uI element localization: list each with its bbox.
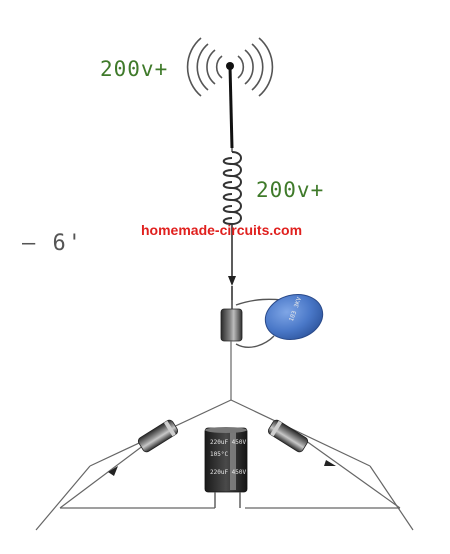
wiring: [35, 341, 414, 531]
cylindrical-resistor: [220, 300, 243, 342]
diode: [108, 419, 179, 476]
coil-voltage-label: 200v+: [256, 178, 324, 202]
svg-text:220uF 450V: 220uF 450V: [210, 469, 247, 476]
watermark-text: homemade-circuits.com: [141, 222, 302, 238]
svg-text:220uF 450V: 220uF 450V: [210, 439, 247, 446]
svg-text:105°C: 105°C: [210, 451, 228, 458]
antenna-icon: [186, 37, 274, 149]
diode: [267, 419, 336, 466]
inductor-coil: [222, 148, 242, 300]
electrolytic-capacitor: 220uF 450V 105°C 220uF 450V: [204, 427, 248, 508]
length-mark-label: — 6': [22, 231, 83, 256]
ceramic-disc-capacitor: 103 3KV: [235, 294, 324, 348]
antenna-voltage-label: 200v+: [100, 57, 168, 81]
